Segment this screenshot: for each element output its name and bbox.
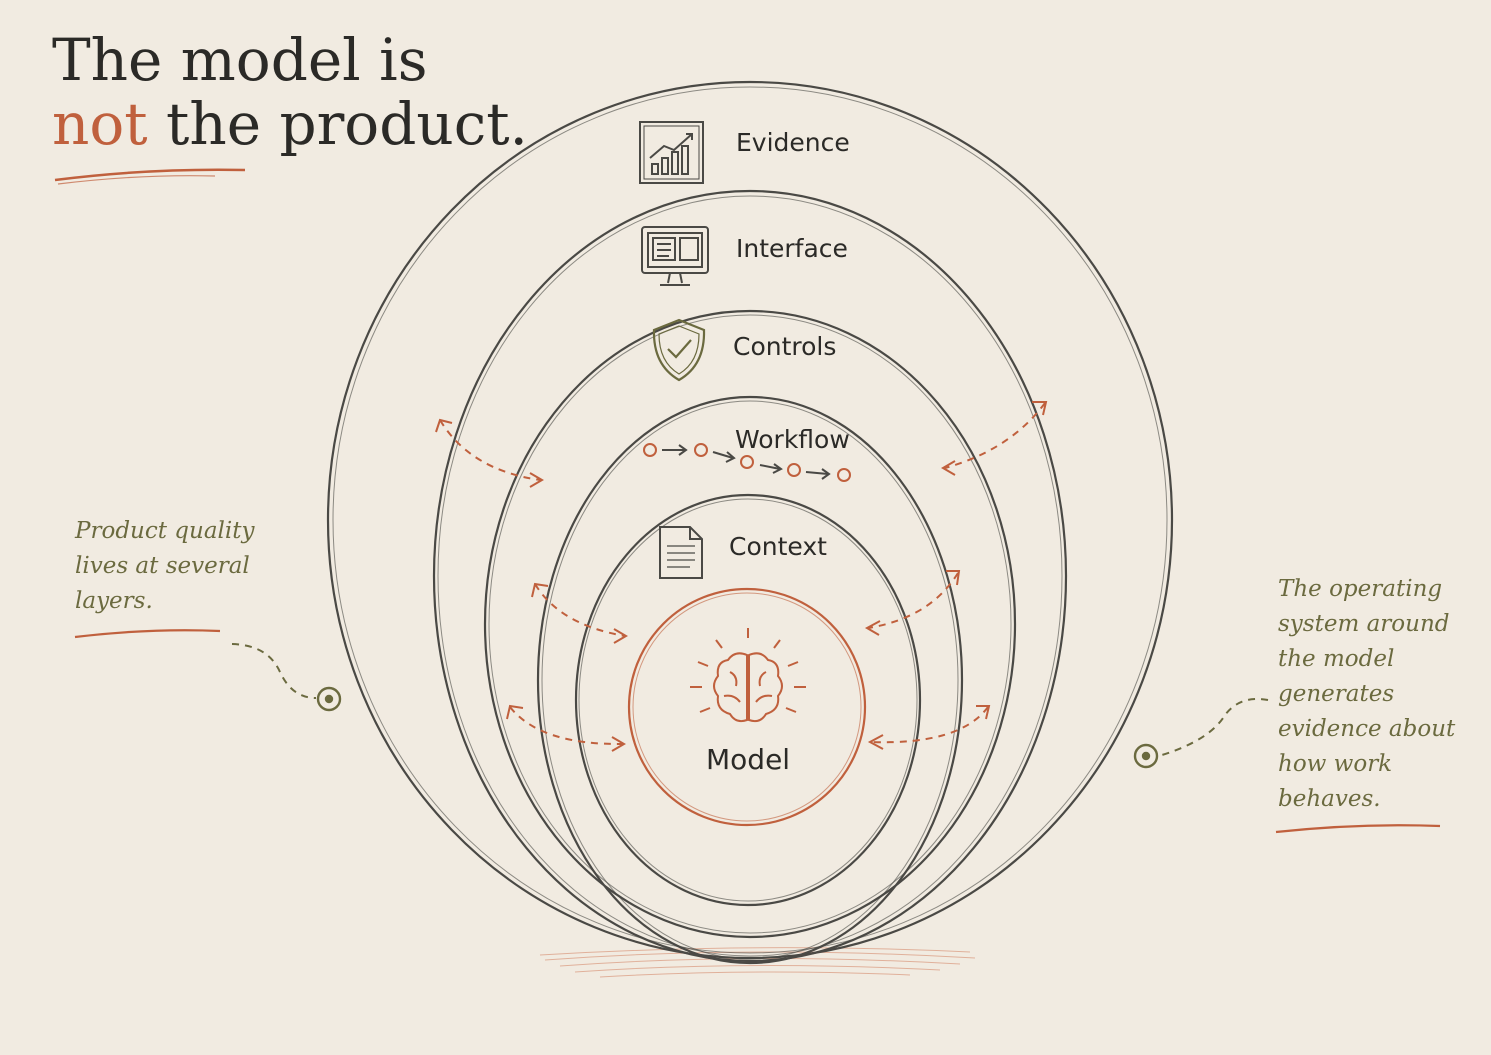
left-note-underline — [74, 629, 221, 639]
title-line-1: The model is — [52, 26, 428, 94]
title-accent-word: not — [52, 90, 148, 158]
title-underline — [54, 168, 246, 182]
chart-icon — [639, 121, 704, 184]
right-note-pointer — [1161, 698, 1269, 756]
layer-label-evidence: Evidence — [736, 128, 850, 157]
arrow-evidence-workflow-right — [944, 402, 1046, 469]
left-target-icon — [316, 686, 342, 712]
layer-label-controls: Controls — [733, 332, 837, 361]
left-note-pointer — [231, 643, 317, 699]
monitor-icon — [641, 226, 709, 286]
right-note-underline — [1275, 824, 1441, 834]
left-note-line: Product quality — [75, 518, 255, 544]
layer-label-interface: Interface — [736, 234, 848, 263]
right-note-line: how work — [1278, 751, 1393, 777]
arrow-evidence-workflow-left — [439, 419, 541, 481]
page-title: The model is not the product. — [52, 28, 528, 156]
document-icon — [659, 526, 703, 579]
brain-icon — [690, 628, 806, 723]
right-note-line: The operating — [1278, 576, 1443, 602]
layer-label-workflow: Workflow — [735, 425, 850, 454]
ring-evidence — [326, 80, 1174, 960]
ring-model — [627, 587, 867, 827]
arrow-controls-model-left — [534, 583, 626, 637]
workflow-nodes-icon — [643, 443, 851, 482]
left-note-line: layers. — [75, 588, 153, 614]
layer-label-model: Model — [706, 743, 791, 776]
arrow-interface-model-right — [870, 706, 989, 744]
right-target-icon — [1133, 743, 1159, 769]
right-note: The operating system around the model ge… — [1278, 572, 1455, 817]
ground-shadow — [539, 947, 976, 978]
ring-context — [574, 493, 922, 907]
right-note-line: the model — [1278, 646, 1395, 672]
right-note-line: system around — [1278, 611, 1450, 637]
title-line-2: not the product. — [52, 92, 528, 156]
ring-controls — [483, 309, 1017, 939]
left-note-line: lives at several — [75, 553, 250, 579]
ring-workflow — [536, 395, 964, 965]
ring-interface — [432, 189, 1068, 963]
arrow-interface-model-left — [509, 706, 624, 746]
right-note-line: evidence about — [1278, 716, 1456, 742]
right-note-line: generates — [1278, 681, 1395, 707]
shield-check-icon — [652, 318, 706, 382]
left-note: Product quality lives at several layers. — [75, 514, 255, 619]
layer-label-context: Context — [729, 532, 827, 561]
title-line-2-rest: the product. — [147, 90, 528, 158]
right-note-line: behaves. — [1278, 786, 1381, 812]
arrow-controls-model-right — [867, 572, 959, 629]
